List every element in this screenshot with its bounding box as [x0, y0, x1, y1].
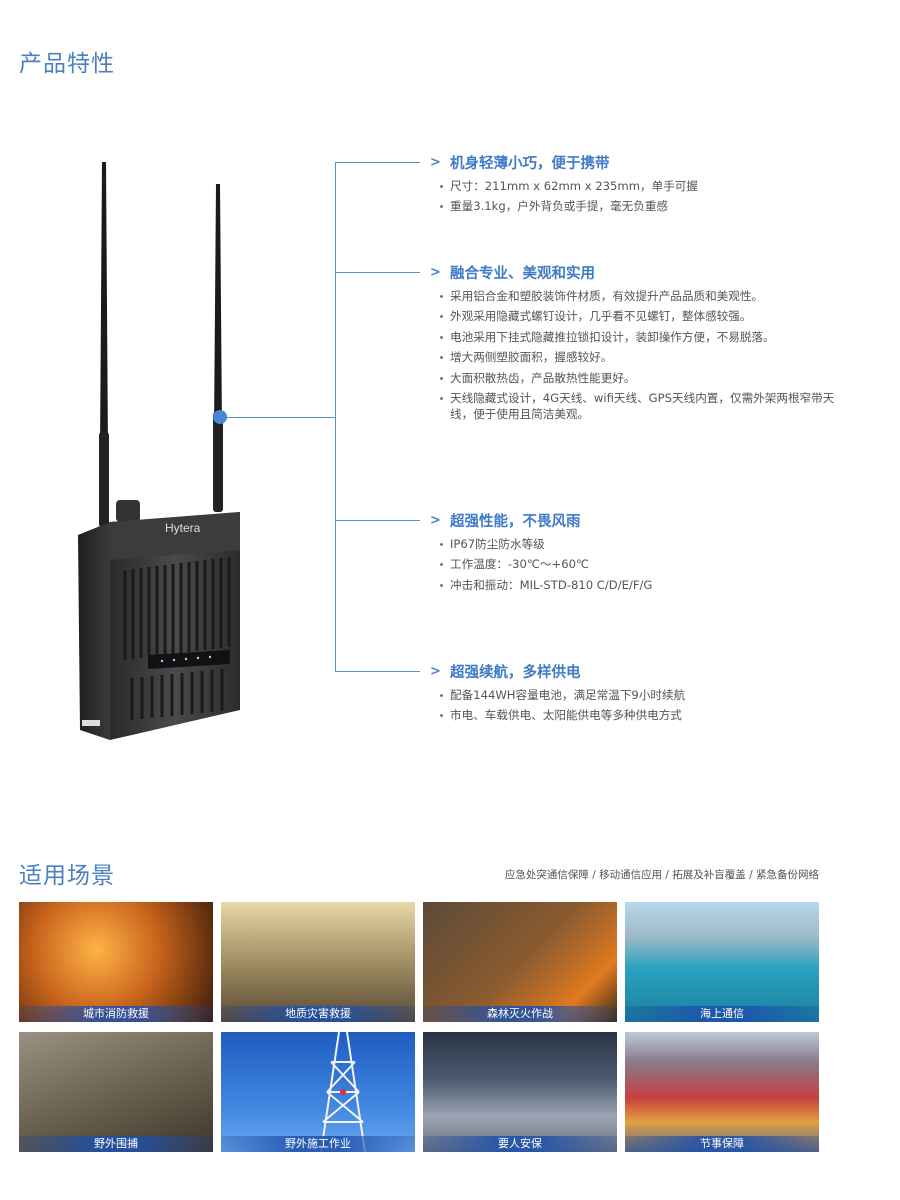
chevron-right-icon: >: [430, 264, 441, 280]
feature-item: 配备144WH容量电池，满足常温下9小时续航: [440, 687, 850, 703]
scenarios-subtitle: 应急处突通信保障 / 移动通信应用 / 拓展及补盲覆盖 / 紧急备份网络: [504, 869, 819, 881]
radio-device-image: Hytera: [78, 162, 240, 740]
feature-item: 采用铝合金和塑胶装饰件材质，有效提升产品品质和美观性。: [440, 288, 850, 304]
chevron-right-icon: >: [430, 154, 441, 170]
tower-image: [320, 1032, 366, 1152]
feature-item: 工作温度：-30℃～+60℃: [440, 556, 850, 572]
scenario-tile-event-security: 节事保障: [625, 1032, 819, 1152]
feature-item: 重量3.1kg，户外背负或手提，毫无负重感: [440, 198, 850, 214]
feature-portable: > 机身轻薄小巧，便于携带 尺寸：211mm x 62mm x 235mm，单手可…: [430, 152, 850, 219]
feature-title: 机身轻薄小巧，便于携带: [450, 155, 610, 172]
device-brand-label: Hytera: [165, 521, 201, 535]
connector-line-1: [335, 162, 420, 163]
feature-battery: > 超强续航，多样供电 配备144WH容量电池，满足常温下9小时续航 市电、车载供…: [430, 661, 850, 728]
chevron-right-icon: >: [430, 512, 441, 528]
scenario-image: [423, 902, 617, 1022]
scenario-caption: 城市消防救援: [19, 1006, 213, 1022]
scenario-caption: 野外施工作业: [221, 1136, 415, 1152]
scenario-image: [221, 902, 415, 1022]
feature-item: 尺寸：211mm x 62mm x 235mm，单手可握: [440, 178, 850, 194]
scenario-image: [19, 1032, 213, 1152]
scenario-tile-field-construction: 野外施工作业: [221, 1032, 415, 1152]
scenario-image: [625, 902, 819, 1022]
chevron-right-icon: >: [430, 663, 441, 679]
scenario-tile-fire-rescue: 城市消防救援: [19, 902, 213, 1022]
scenario-image: [423, 1032, 617, 1152]
scenarios-section-title: 适用场景: [19, 863, 115, 889]
feature-title: 超强续航，多样供电: [450, 664, 581, 681]
feature-item: 大面积散热齿，产品散热性能更好。: [440, 370, 850, 386]
scenario-tile-field-pursuit: 野外围捕: [19, 1032, 213, 1152]
feature-list: 尺寸：211mm x 62mm x 235mm，单手可握 重量3.1kg，户外背…: [430, 178, 850, 214]
feature-item: 增大两侧塑胶面积，握感较好。: [440, 349, 850, 365]
features-section-title: 产品特性: [19, 51, 115, 77]
feature-item: 外观采用隐藏式螺钉设计，几乎看不见螺钉，整体感较强。: [440, 308, 850, 324]
scenario-tile-vip-security: 要人安保: [423, 1032, 617, 1152]
scenario-caption: 地质灾害救援: [221, 1006, 415, 1022]
scenario-caption: 海上通信: [625, 1006, 819, 1022]
scenario-tile-forest-fire: 森林灭火作战: [423, 902, 617, 1022]
feature-design: > 融合专业、美观和实用 采用铝合金和塑胶装饰件材质，有效提升产品品质和美观性。 …: [430, 262, 850, 426]
feature-title: 超强性能，不畏风雨: [450, 513, 581, 530]
feature-list: IP67防尘防水等级 工作温度：-30℃～+60℃ 冲击和振动：MIL-STD-…: [430, 536, 850, 593]
connector-dot: [213, 410, 227, 424]
feature-item: 市电、车载供电、太阳能供电等多种供电方式: [440, 707, 850, 723]
scenario-tile-maritime: 海上通信: [625, 902, 819, 1022]
connector-line-4: [335, 671, 420, 672]
scenario-caption: 森林灭火作战: [423, 1006, 617, 1022]
connector-line-3: [335, 520, 420, 521]
scenario-image: [221, 1032, 415, 1152]
scenario-image: [19, 902, 213, 1022]
feature-list: 配备144WH容量电池，满足常温下9小时续航 市电、车载供电、太阳能供电等多种供…: [430, 687, 850, 723]
feature-item: IP67防尘防水等级: [440, 536, 850, 552]
connector-pointer-line: [220, 417, 336, 418]
connector-line-2: [335, 272, 420, 273]
feature-item: 电池采用下挂式隐藏推拉锁扣设计，装卸操作方便，不易脱落。: [440, 329, 850, 345]
scenario-caption: 野外围捕: [19, 1136, 213, 1152]
scenario-caption: 要人安保: [423, 1136, 617, 1152]
feature-list: 采用铝合金和塑胶装饰件材质，有效提升产品品质和美观性。 外观采用隐藏式螺钉设计，…: [430, 288, 850, 422]
feature-item: 冲击和振动：MIL-STD-810 C/D/E/F/G: [440, 577, 850, 593]
feature-performance: > 超强性能，不畏风雨 IP67防尘防水等级 工作温度：-30℃～+60℃ 冲击和…: [430, 510, 850, 597]
scenario-tile-disaster: 地质灾害救援: [221, 902, 415, 1022]
feature-title: 融合专业、美观和实用: [450, 265, 595, 282]
feature-item: 天线隐藏式设计，4G天线、wifi天线、GPS天线内置，仅需外架两根窄带天线，便…: [440, 390, 850, 422]
scenario-caption: 节事保障: [625, 1136, 819, 1152]
scenario-image: [625, 1032, 819, 1152]
